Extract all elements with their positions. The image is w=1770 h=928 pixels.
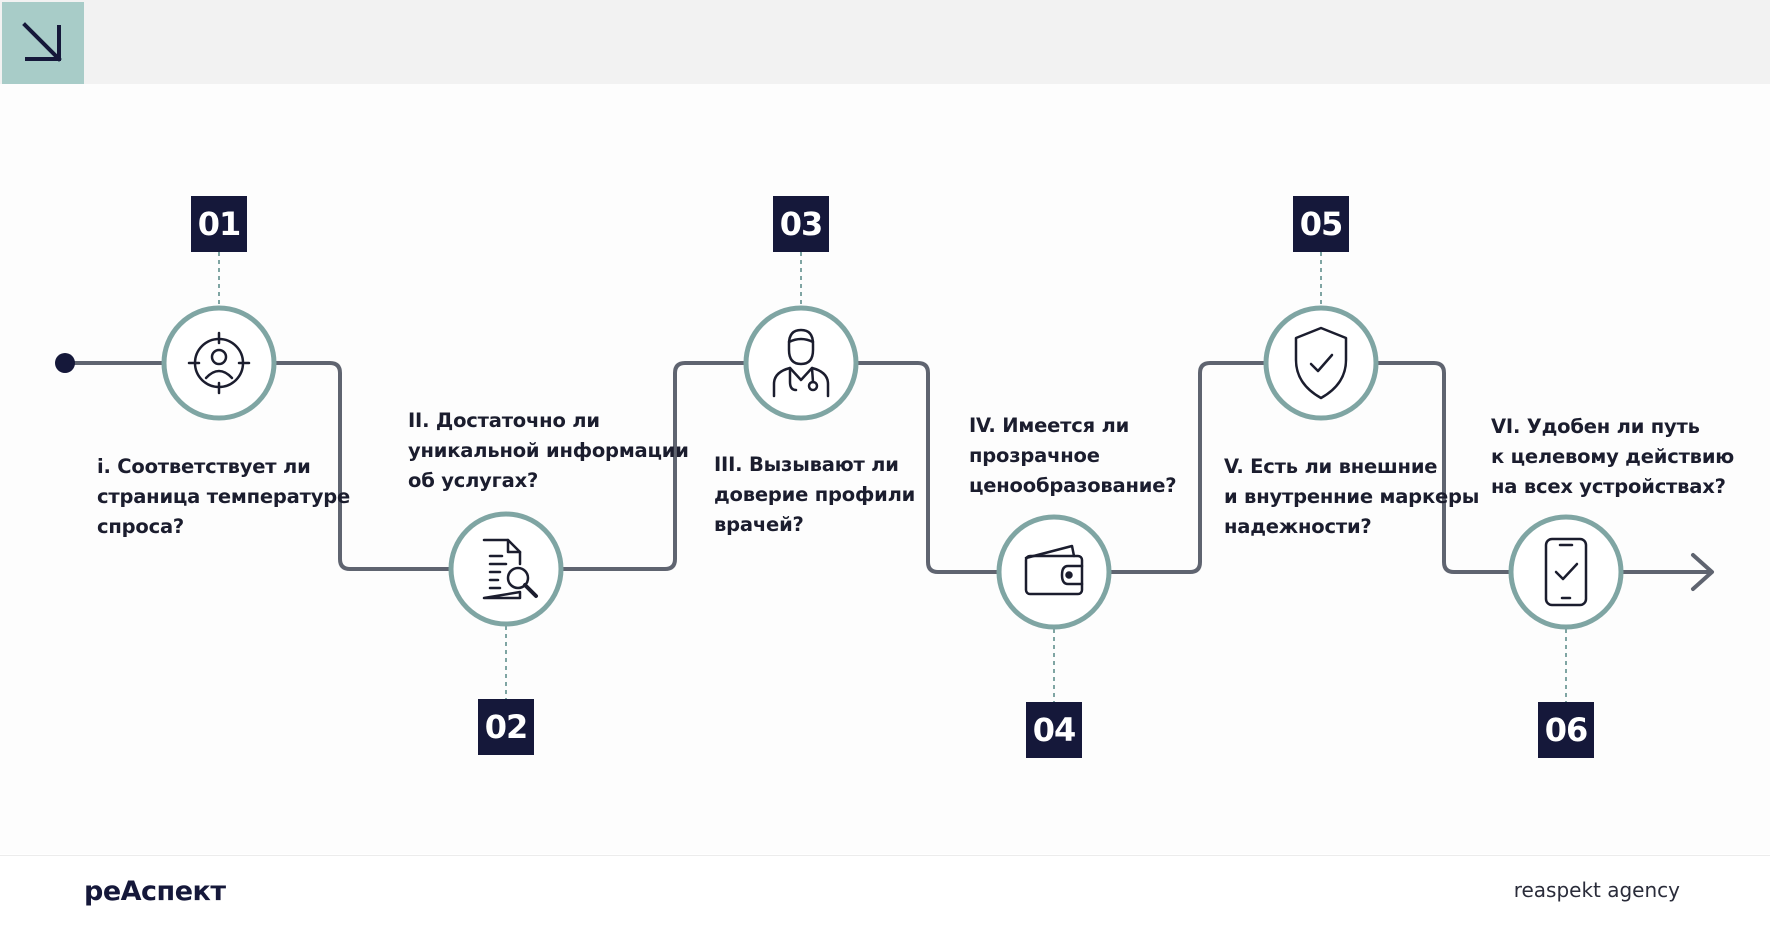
process-line bbox=[65, 361, 1710, 574]
brand-logo[interactable]: реАспект bbox=[84, 876, 226, 907]
step-circle-02 bbox=[448, 511, 564, 627]
step-label-04: IV. Имеется ли прозрачное ценообразовани… bbox=[969, 414, 1177, 497]
diagram-stage: 01 02 03 04 05 06 i. Соответствует ли ст… bbox=[0, 84, 1770, 854]
step-circle-01 bbox=[161, 305, 277, 421]
step-number-01: 01 bbox=[191, 196, 247, 252]
step-label-03: III. Вызывают ли доверие профили врачей? bbox=[714, 453, 916, 536]
step-label-05: V. Есть ли внешние и внутренние маркеры … bbox=[1224, 455, 1480, 538]
process-diagram bbox=[55, 252, 1714, 702]
step-number-03: 03 bbox=[773, 196, 829, 252]
start-dot bbox=[55, 353, 75, 373]
shield-check-icon bbox=[1294, 326, 1348, 400]
target-person-icon bbox=[187, 331, 251, 395]
step-number-04: 04 bbox=[1026, 702, 1082, 758]
step-circle-06 bbox=[1508, 514, 1624, 630]
doctor-icon bbox=[772, 328, 830, 398]
step-label-01: i. Соответствует ли страница температуре… bbox=[97, 455, 350, 538]
step-circle-04 bbox=[996, 514, 1112, 630]
step-number-06: 06 bbox=[1538, 702, 1594, 758]
document-search-icon bbox=[482, 538, 538, 600]
wallet-icon bbox=[1024, 544, 1084, 596]
end-arrow bbox=[1691, 553, 1714, 591]
agency-name: reaspekt agency bbox=[1513, 878, 1680, 902]
step-label-02: II. Достаточно ли уникальной информации … bbox=[408, 409, 689, 492]
step-circle-03 bbox=[743, 305, 859, 421]
step-label-06: VI. Удобен ли путь к целевому действию н… bbox=[1491, 415, 1735, 498]
step-number-05: 05 bbox=[1293, 196, 1349, 252]
arrow-down-right-icon bbox=[22, 22, 62, 62]
footer: реАспект reaspekt agency bbox=[0, 855, 1770, 928]
top-bar bbox=[0, 0, 1770, 84]
step-number-02: 02 bbox=[478, 699, 534, 755]
smartphone-check-icon bbox=[1544, 537, 1588, 607]
corner-badge[interactable] bbox=[2, 2, 84, 84]
step-circle-05 bbox=[1263, 305, 1379, 421]
